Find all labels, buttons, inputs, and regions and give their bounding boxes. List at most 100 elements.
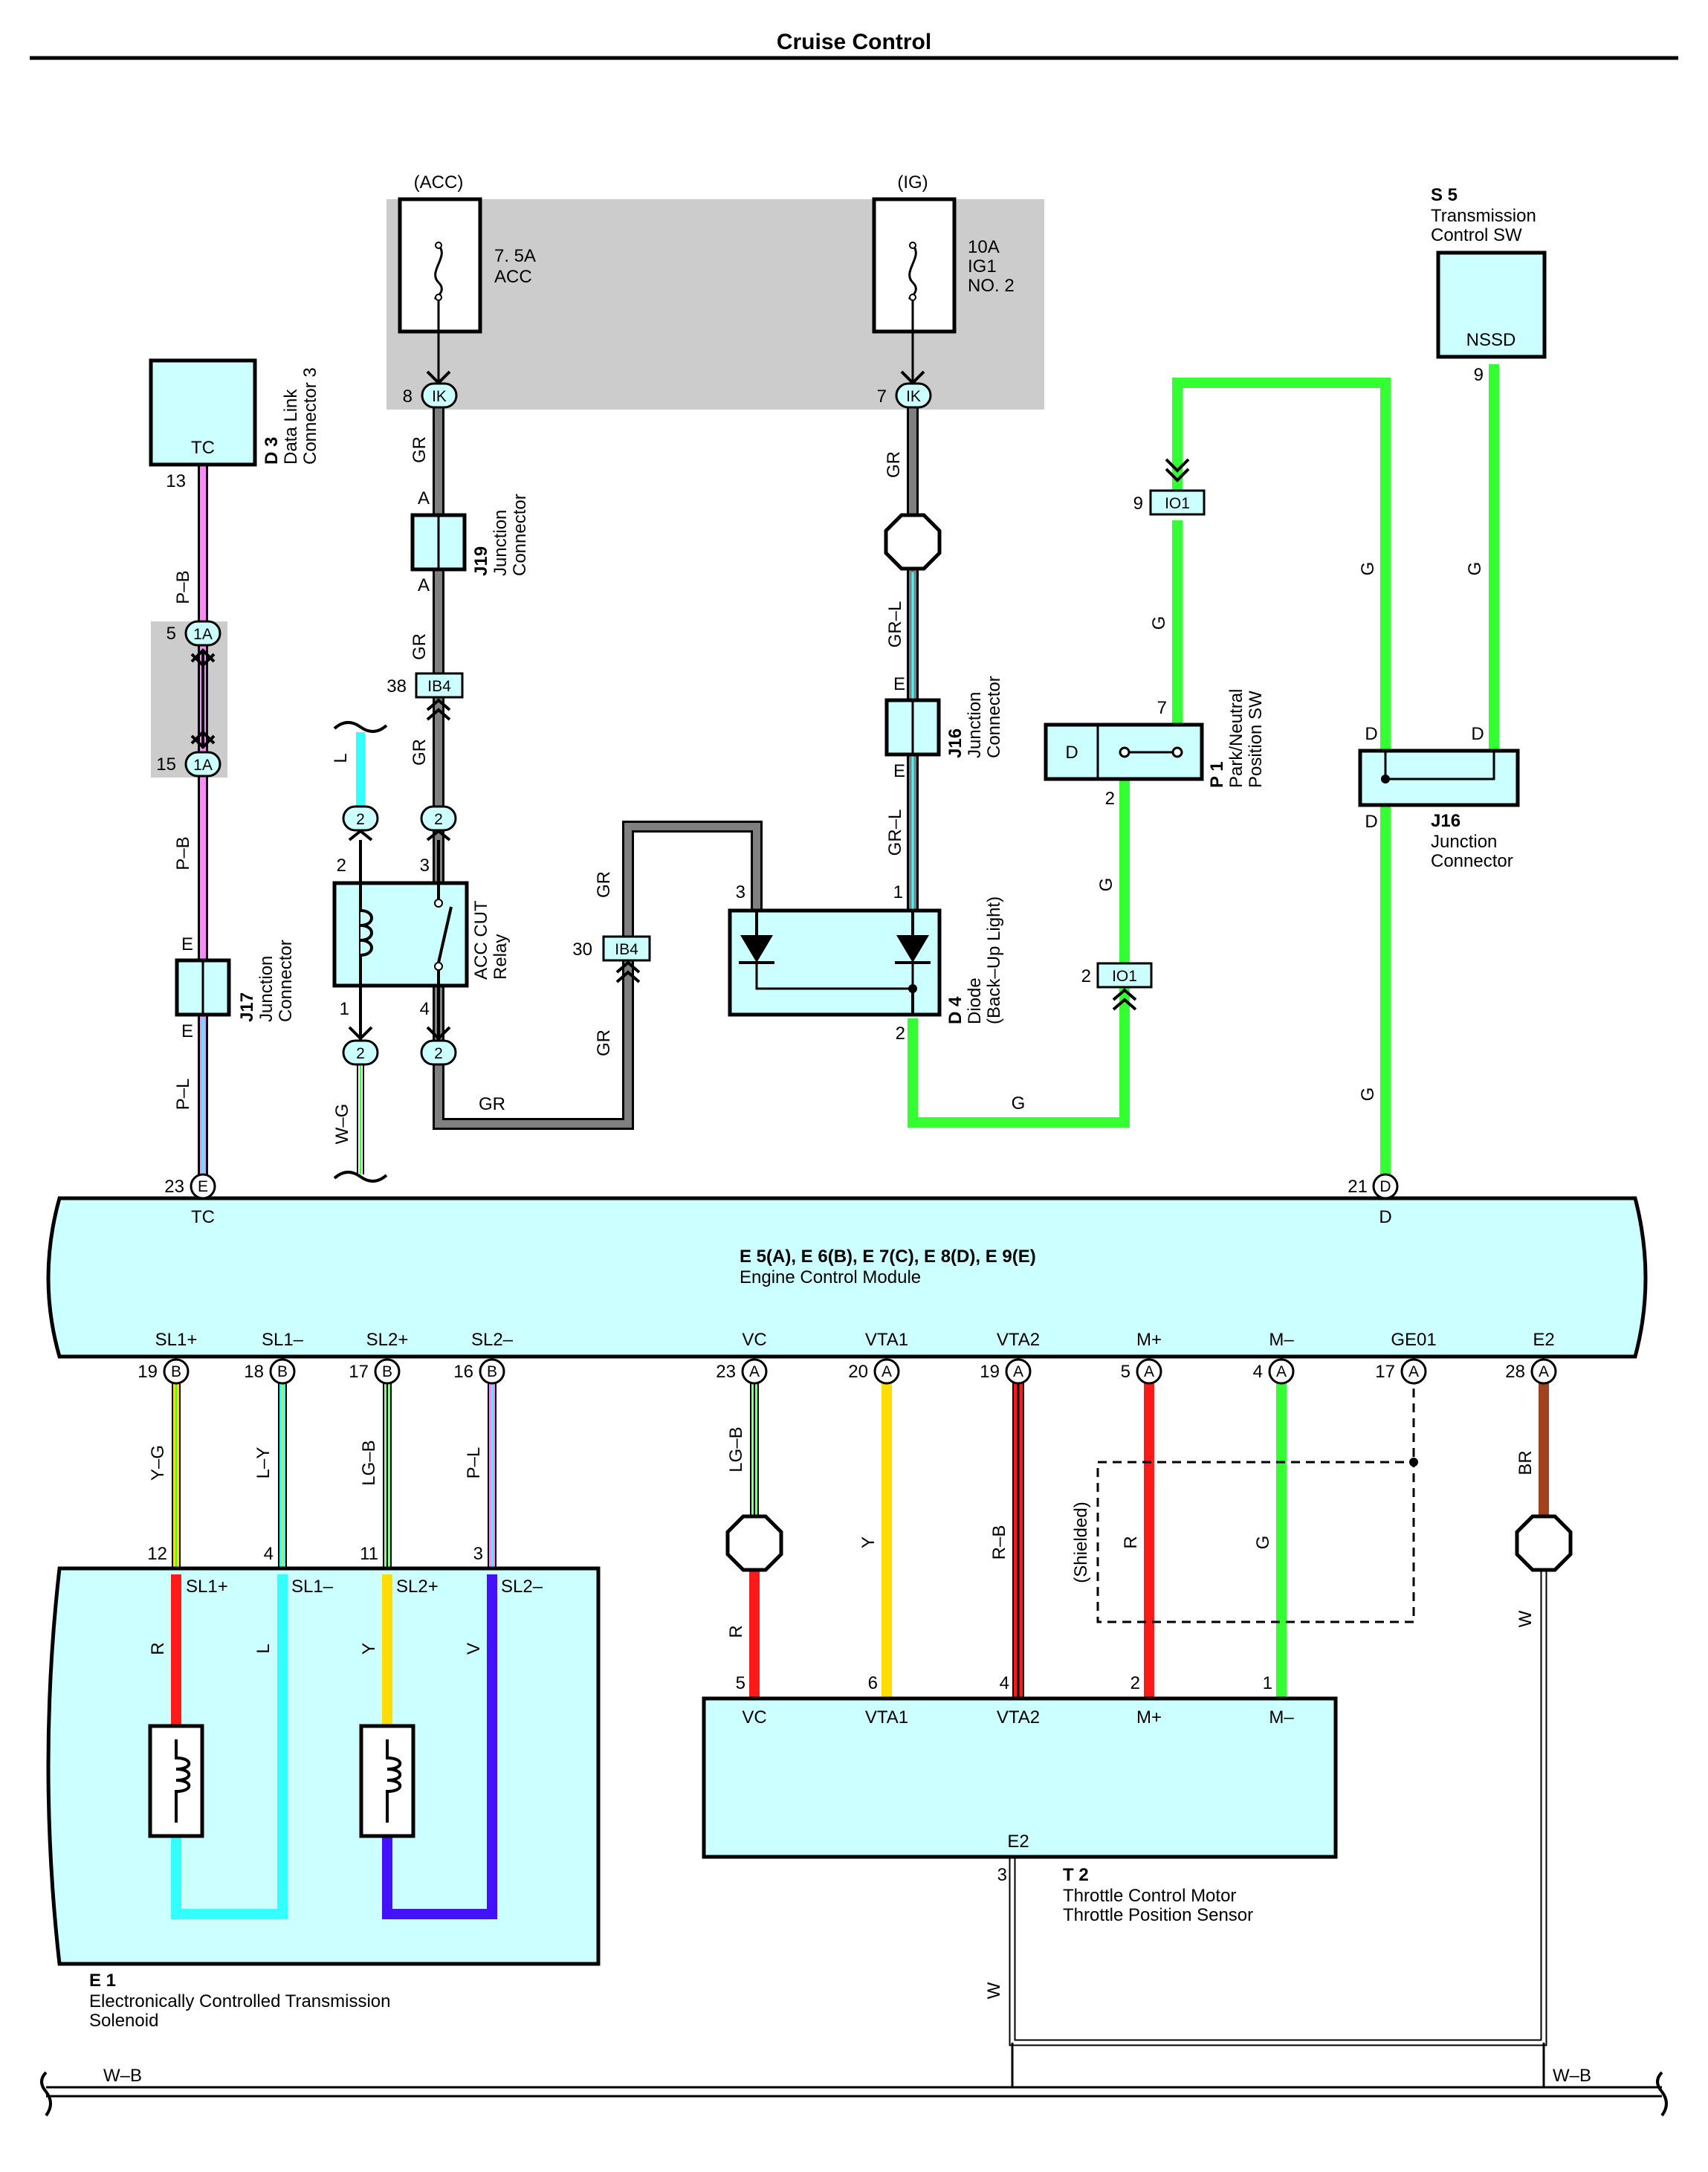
- svg-text:IB4: IB4: [615, 941, 638, 958]
- svg-text:1: 1: [340, 999, 349, 1019]
- svg-text:R: R: [148, 1642, 168, 1655]
- svg-text:A: A: [1013, 1363, 1023, 1380]
- ecm-pin-sl2plus: SL2+ B 17: [349, 1330, 408, 1385]
- wire-label-gr-2: GR: [410, 633, 430, 660]
- svg-text:Connector 3: Connector 3: [300, 367, 320, 465]
- svg-text:11: 11: [360, 1544, 378, 1564]
- svg-text:18: 18: [244, 1362, 264, 1382]
- ecm-pin-vc: VC A 23: [716, 1330, 768, 1385]
- svg-text:2: 2: [1081, 966, 1091, 986]
- svg-text:4: 4: [1000, 1673, 1009, 1693]
- svg-text:Y: Y: [359, 1643, 379, 1655]
- wire-label-shielded: (Shielded): [1071, 1502, 1091, 1583]
- svg-text:SL2+: SL2+: [396, 1577, 439, 1597]
- svg-text:A: A: [1408, 1363, 1419, 1380]
- fuse-ig: (IG) 10A IG1 NO. 2: [872, 172, 1015, 387]
- splice-point-icon: [884, 513, 942, 571]
- ecm-pin-tc: E 23 TC: [164, 1173, 216, 1227]
- svg-text:Connector: Connector: [984, 676, 1004, 758]
- wire-label-g-5: G: [1358, 1087, 1378, 1102]
- svg-text:38: 38: [386, 676, 407, 696]
- svg-text:Park/Neutral: Park/Neutral: [1226, 689, 1246, 788]
- connector-ib4-30: IB4 30: [572, 935, 651, 983]
- wire-label-gr-3: GR: [410, 739, 430, 766]
- svg-text:TC: TC: [191, 438, 215, 458]
- svg-text:21: 21: [1348, 1177, 1368, 1197]
- fuse-acc: (ACC) 7. 5A ACC: [398, 172, 536, 387]
- svg-text:ACC CUT: ACC CUT: [471, 900, 491, 980]
- wire-gr-acc: [433, 398, 763, 1130]
- svg-text:Junction: Junction: [965, 692, 985, 758]
- svg-text:SL1–: SL1–: [291, 1577, 334, 1597]
- svg-text:2: 2: [356, 811, 365, 828]
- wire-label-ly: L–Y: [253, 1447, 274, 1479]
- svg-text:P 1: P 1: [1207, 761, 1227, 788]
- svg-text:20: 20: [848, 1362, 868, 1382]
- wire-label-vc-lgb: LG–B: [726, 1426, 746, 1472]
- connector-ik-7: IK 7: [877, 370, 932, 409]
- svg-text:1A: 1A: [193, 626, 213, 643]
- wire-label-pb-2: P–B: [173, 836, 193, 870]
- wire-label-pl: P–L: [173, 1079, 193, 1111]
- svg-text:19: 19: [138, 1362, 158, 1382]
- diode-icon: [740, 935, 773, 963]
- svg-text:GE01: GE01: [1391, 1330, 1436, 1350]
- solenoid-coil-1: [148, 1724, 204, 1838]
- wire-label-pl2: P–L: [464, 1447, 484, 1479]
- svg-text:D: D: [1379, 1207, 1391, 1227]
- svg-text:IB4: IB4: [427, 678, 451, 695]
- svg-text:Control SW: Control SW: [1431, 225, 1522, 245]
- svg-text:Throttle Position Sensor: Throttle Position Sensor: [1063, 1905, 1253, 1925]
- fuse-ig-name: IG1: [968, 256, 997, 277]
- connector-io1-2: IO1 2: [1081, 962, 1153, 1011]
- wire-label-gr-7: GR: [884, 451, 904, 478]
- switch-contact-icon: [1119, 746, 1130, 758]
- wire-label-grl-1: GR–L: [885, 601, 905, 648]
- relay-coil-icon: [360, 909, 373, 957]
- connector-1a-15: 1A 15: [156, 751, 221, 778]
- svg-text:9: 9: [1133, 494, 1143, 514]
- svg-text:15: 15: [156, 754, 176, 775]
- svg-text:Junction: Junction: [1431, 832, 1497, 852]
- svg-text:SL1+: SL1+: [155, 1330, 198, 1350]
- ground-label-right: W–B: [1553, 2066, 1591, 2086]
- ecm-pin-mplus: M+ A 5: [1121, 1330, 1162, 1385]
- svg-text:Position SW: Position SW: [1246, 691, 1266, 788]
- svg-text:7: 7: [1157, 698, 1167, 718]
- svg-text:Transmission: Transmission: [1431, 206, 1536, 226]
- relay-pin-2-bottom-right: 2: [420, 1026, 457, 1066]
- svg-text:9: 9: [1474, 365, 1484, 385]
- svg-text:VTA2: VTA2: [997, 1707, 1040, 1727]
- svg-text:D 3: D 3: [262, 437, 282, 465]
- ecm-pin-ge01: GE01 A 17: [1375, 1330, 1437, 1385]
- svg-text:E2: E2: [1533, 1330, 1554, 1350]
- svg-text:6: 6: [868, 1673, 878, 1693]
- wire-label-br: BR: [1515, 1450, 1536, 1475]
- ecm-pin-mminus: M– A 4: [1253, 1330, 1295, 1385]
- component-j16-b: D D D J16 Junction Connector: [1358, 724, 1520, 871]
- svg-text:M–: M–: [1269, 1707, 1294, 1727]
- svg-text:23: 23: [716, 1362, 736, 1382]
- svg-text:2: 2: [1130, 1673, 1140, 1693]
- svg-text:Connector: Connector: [1431, 851, 1513, 871]
- svg-text:E 5(A), E 6(B), E 7(C), E 8(D): E 5(A), E 6(B), E 7(C), E 8(D), E 9(E): [740, 1247, 1036, 1267]
- svg-text:19: 19: [980, 1362, 1000, 1382]
- wire-break-icon: [333, 721, 388, 733]
- coil-icon: [175, 1739, 191, 1823]
- svg-text:2: 2: [337, 856, 346, 876]
- svg-text:J16: J16: [1431, 811, 1460, 831]
- svg-text:A: A: [418, 488, 430, 508]
- wire-label-g-4: G: [1465, 562, 1485, 576]
- svg-text:SL1–: SL1–: [262, 1330, 304, 1350]
- svg-text:4: 4: [420, 999, 430, 1019]
- wire-label-gr-5: GR: [594, 871, 614, 898]
- svg-text:VTA1: VTA1: [865, 1330, 908, 1350]
- svg-text:A: A: [418, 575, 430, 595]
- svg-text:SL2–: SL2–: [471, 1330, 514, 1350]
- svg-text:30: 30: [572, 940, 592, 960]
- wire-label-gr-4: GR: [479, 1094, 505, 1114]
- ground-label-left: W–B: [103, 2066, 142, 2086]
- svg-text:Data Link: Data Link: [281, 389, 301, 465]
- connector-io1-9: IO1 9: [1133, 458, 1206, 516]
